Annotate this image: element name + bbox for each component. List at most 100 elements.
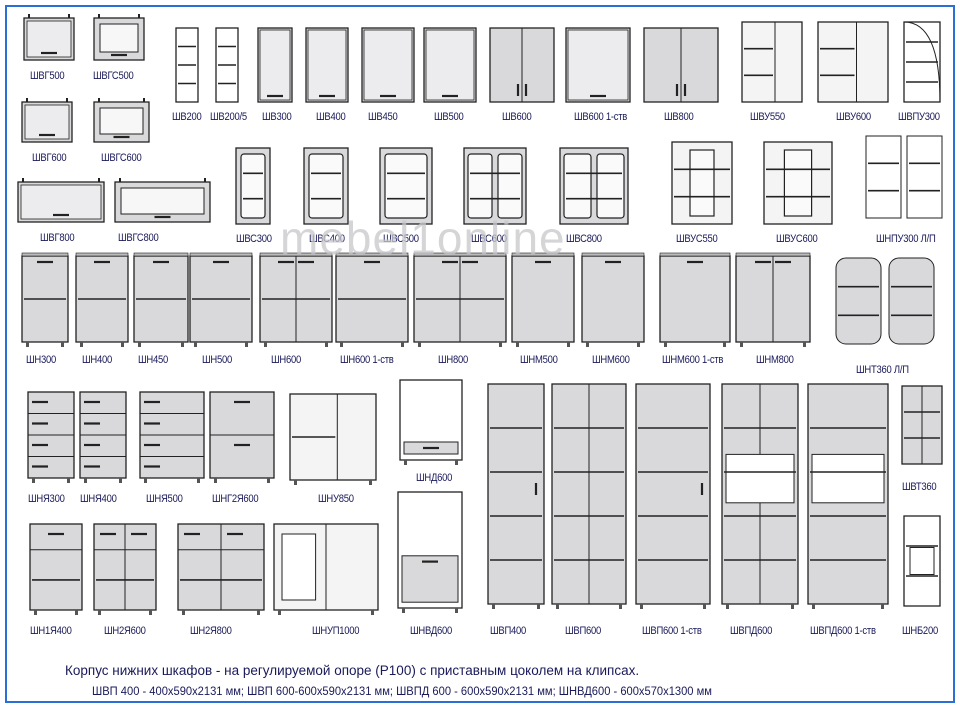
cabinet-36 — [735, 252, 811, 347]
cabinet-6 — [175, 27, 199, 103]
cabinet-label: ШН500 — [202, 354, 233, 366]
cabinet-19 — [303, 147, 349, 225]
cabinet-label: ШНБ200 — [902, 625, 938, 637]
cabinet-0 — [23, 14, 75, 61]
cabinet-label: ШВПД600 1-ств — [810, 625, 876, 637]
cabinet-label: ШН2Я800 — [190, 625, 232, 637]
cabinet-label: ШН800 — [438, 354, 469, 366]
cabinet-9 — [305, 27, 349, 103]
cabinet-3 — [93, 98, 150, 143]
cabinet-label: ШВПУ300 — [898, 111, 940, 123]
cabinet-50 — [487, 383, 545, 609]
cabinet-label: ШВГС800 — [118, 232, 159, 244]
cabinet-label: ШНМ600 — [592, 354, 630, 366]
cabinet-label: ШН2Я600 — [104, 625, 146, 637]
cabinet-7 — [215, 27, 239, 103]
cabinet-label: ШНГ2Я600 — [212, 493, 259, 505]
cabinet-label: ШН1Я400 — [30, 625, 72, 637]
cabinet-1 — [93, 14, 145, 61]
cabinet-label: ШН300 — [26, 354, 57, 366]
cabinet-label: ШВС300 — [236, 233, 272, 245]
cabinet-label: ШВП400 — [490, 625, 527, 637]
cabinet-17 — [903, 21, 941, 103]
cabinet-38 — [27, 391, 75, 483]
cabinet-label: ШВПД600 — [730, 625, 773, 637]
cabinet-20 — [379, 147, 433, 225]
cabinet-8 — [257, 27, 293, 103]
cabinet-29 — [189, 252, 253, 347]
cabinet-label: ШВП600 — [565, 625, 602, 637]
caption: Корпус нижних шкафов - на регулируемой о… — [65, 663, 640, 678]
cabinet-label: ШВ200/5 — [210, 111, 247, 123]
cabinet-25 — [865, 135, 943, 219]
cabinet-label: ШВГ600 — [32, 152, 67, 164]
cabinet-label: ШН600 — [271, 354, 302, 366]
cabinet-label: ШНПУ300 Л/П — [876, 233, 936, 245]
cabinet-27 — [75, 252, 129, 347]
cabinet-label: ШВГ500 — [30, 70, 65, 82]
cabinet-label: ШНЯ300 — [28, 493, 65, 505]
cabinet-label: ШВУС550 — [676, 233, 718, 245]
cabinet-label: ШВС600 — [471, 233, 507, 245]
cabinet-label: ШН400 — [82, 354, 113, 366]
cabinet-33 — [511, 252, 575, 347]
cabinet-label: ШНМ500 — [520, 354, 558, 366]
cabinet-14 — [643, 27, 719, 103]
cabinet-label: ШВТ360 — [902, 481, 937, 493]
cabinet-30 — [259, 252, 333, 347]
cabinet-22 — [559, 147, 629, 225]
cabinet-43 — [399, 379, 463, 465]
cabinet-35 — [659, 252, 731, 347]
cabinet-label: ШН600 1-ств — [340, 354, 394, 366]
cabinet-54 — [807, 383, 889, 609]
cabinet-label: ШНВД600 — [410, 625, 452, 637]
cabinet-label: ШНУП1000 — [312, 625, 360, 637]
cabinet-31 — [335, 252, 409, 347]
cabinet-10 — [361, 27, 415, 103]
cabinet-label: ШВ300 — [262, 111, 292, 123]
dimensions-note: ШВП 400 - 400х590х2131 мм; ШВП 600-600х5… — [92, 686, 712, 698]
cabinet-40 — [139, 391, 205, 483]
cabinet-label: ШВС800 — [566, 233, 602, 245]
cabinet-48 — [273, 523, 379, 615]
cabinet-23 — [671, 141, 733, 225]
cabinet-label: ШНУ850 — [318, 493, 354, 505]
cabinet-label: ШНМ600 1-ств — [662, 354, 724, 366]
cabinet-label: ШНД600 — [416, 472, 453, 484]
cabinet-label: ШВ600 1-ств — [574, 111, 628, 123]
cabinet-12 — [489, 27, 555, 103]
cabinet-label: ШВ200 — [172, 111, 202, 123]
cabinet-53 — [721, 383, 799, 609]
cabinet-4 — [17, 178, 105, 223]
cabinet-47 — [177, 523, 265, 615]
cabinet-51 — [551, 383, 627, 609]
cabinet-24 — [763, 141, 833, 225]
cabinet-16 — [817, 21, 889, 103]
cabinet-15 — [741, 21, 803, 103]
cabinet-2 — [21, 98, 73, 143]
cabinet-label: ШНЯ500 — [146, 493, 183, 505]
cabinet-45 — [29, 523, 83, 615]
cabinet-label: ШВУ600 — [836, 111, 871, 123]
cabinet-label: ШВ450 — [368, 111, 398, 123]
cabinet-5 — [114, 178, 211, 223]
cabinet-18 — [235, 147, 271, 225]
cabinet-46 — [93, 523, 157, 615]
cabinet-52 — [635, 383, 711, 609]
cabinet-label: ШВ500 — [434, 111, 464, 123]
cabinet-37 — [835, 257, 935, 345]
cabinet-34 — [581, 252, 645, 347]
cabinet-41 — [209, 391, 275, 483]
cabinet-label: ШВС400 — [309, 233, 345, 245]
cabinet-49 — [397, 491, 463, 613]
cabinet-label: ШВ400 — [316, 111, 346, 123]
cabinet-21 — [463, 147, 527, 225]
cabinet-26 — [21, 252, 69, 347]
cabinet-label: ШН450 — [138, 354, 169, 366]
cabinet-drawings — [17, 14, 943, 615]
cabinet-13 — [565, 27, 631, 103]
cabinet-28 — [133, 252, 189, 347]
cabinet-label: ШВП600 1-ств — [642, 625, 702, 637]
cabinet-label: ШВГС500 — [93, 70, 134, 82]
